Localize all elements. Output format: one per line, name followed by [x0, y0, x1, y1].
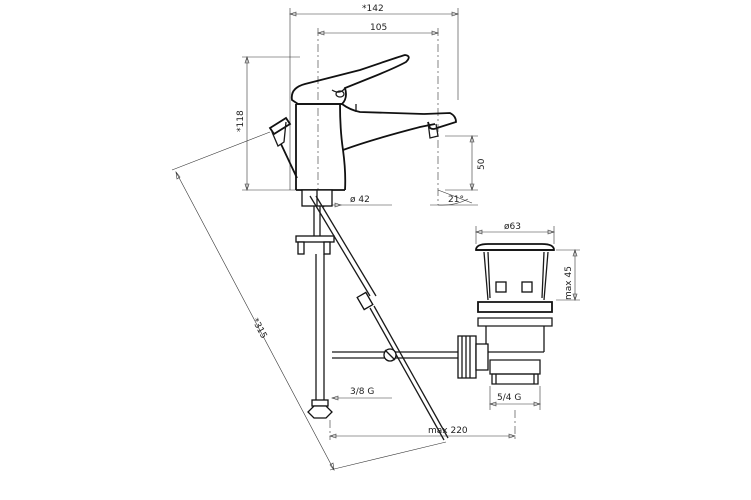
- dimension-spout-height: 50: [445, 135, 487, 191]
- dim-label-angle: 21°: [448, 195, 464, 205]
- dimension-waste-height: max 45: [556, 249, 580, 301]
- dim-label-reach: 105: [370, 23, 387, 33]
- flexible-hose: [307, 254, 333, 419]
- dimension-height-total: *118: [236, 56, 330, 191]
- dim-label-waste-height: max 45: [564, 266, 574, 300]
- dim-label-hose-thread: 3/8 G: [350, 387, 374, 397]
- dim-label-waste-diameter: ø63: [504, 222, 521, 232]
- faucet-shank: [295, 189, 335, 255]
- waste-side-nut: [457, 335, 489, 379]
- dim-label-width: *142: [362, 4, 384, 14]
- dim-label-height: *118: [236, 110, 246, 132]
- popup-knob: [268, 116, 298, 179]
- dimension-angle: 21°: [430, 189, 478, 206]
- faucet-body: [295, 103, 457, 191]
- dimension-waste-diameter: ø63: [475, 222, 555, 244]
- dimension-width-total: *142: [289, 4, 459, 190]
- waste-fitting: [475, 243, 555, 385]
- dimension-hose-thread: 3/8 G: [329, 387, 392, 440]
- horizontal-linkage: [332, 348, 458, 362]
- faucet-lever: [290, 54, 410, 105]
- dimension-spout-reach: 105: [317, 23, 439, 205]
- lift-rod: [309, 195, 449, 441]
- dimension-waste-thread: 5/4 G: [489, 386, 541, 440]
- dim-label-body-diameter: ø 42: [350, 195, 370, 205]
- dim-label-spout-height: 50: [477, 158, 487, 170]
- dim-label-rod-length: *315: [249, 317, 268, 341]
- dimension-max-distance: max 220: [329, 426, 516, 439]
- dim-label-max-distance: max 220: [428, 426, 468, 436]
- dim-label-waste-thread: 5/4 G: [497, 393, 521, 403]
- dimension-rod-length: *315: [171, 131, 447, 472]
